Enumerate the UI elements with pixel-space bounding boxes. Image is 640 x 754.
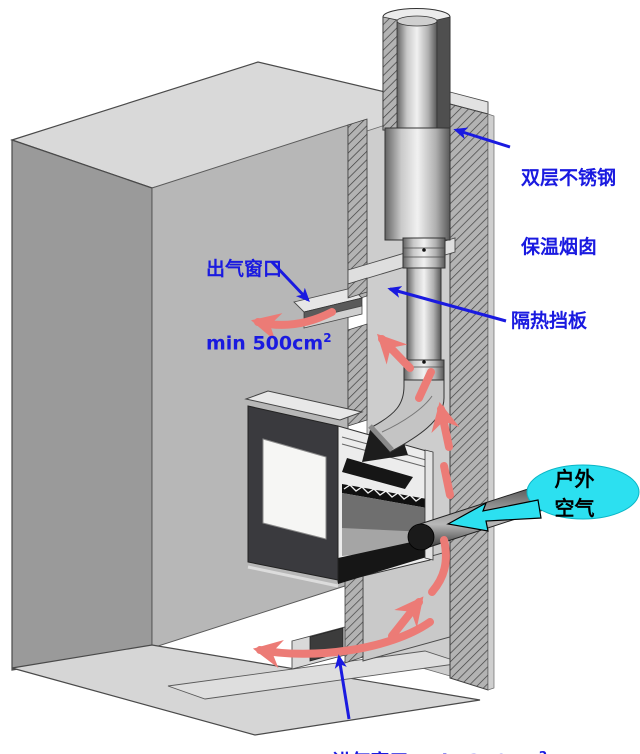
outlet-pointer xyxy=(270,260,310,303)
casing-collar xyxy=(402,237,446,269)
air-wash-zigzag xyxy=(343,484,423,502)
firebox-baffle xyxy=(342,458,413,489)
chimney-label: 双层不锈钢 保温烟囱 xyxy=(521,121,616,305)
elbow-flange xyxy=(368,424,394,452)
baffle-cut-edge xyxy=(347,277,368,299)
stove-top-panel xyxy=(244,390,364,421)
outdoor-air-arrow xyxy=(446,499,542,532)
flue-elbow xyxy=(368,379,445,453)
rising-air-arrow-2 xyxy=(431,401,460,451)
inlet-label: 进气窗口 min 350cm2 xyxy=(306,722,547,754)
air-pipe-end-cap xyxy=(407,523,435,551)
outdoor-air-callout xyxy=(446,464,640,532)
front-wall-cut-mid xyxy=(347,323,368,427)
inlet-pointer xyxy=(334,654,351,720)
rising-air-dash-1 xyxy=(415,368,435,402)
inlet-airflow-arrow xyxy=(252,618,434,669)
stove-base xyxy=(338,538,430,584)
airflow-arrows xyxy=(251,308,460,669)
outlet-label-line2: min 500cm2 xyxy=(206,331,332,355)
floor-and-plinth xyxy=(11,548,481,736)
chimney-inner-flue xyxy=(396,19,438,131)
fireplace-stove xyxy=(244,390,434,588)
outlet-label-line1: 出气窗口 xyxy=(206,258,283,280)
section-cuts xyxy=(347,91,495,691)
chimney-pointer xyxy=(453,127,511,149)
stove-sill xyxy=(247,565,339,588)
front-wall-cut-upper xyxy=(347,118,368,303)
right-wall-outer-edge xyxy=(487,113,495,691)
chimney xyxy=(382,8,451,381)
baffle-pointer xyxy=(387,286,507,323)
rising-air-dash-3 xyxy=(428,536,450,596)
air-wash-strip xyxy=(342,484,427,508)
annotation-arrows xyxy=(270,127,511,720)
baffle-label: 隔热挡板 xyxy=(511,310,588,332)
outdoor-air-bubble xyxy=(526,464,640,520)
chimney-label-line1: 双层不锈钢 xyxy=(521,167,617,189)
casing-in-chase xyxy=(384,127,451,241)
right-wall-cut xyxy=(449,103,489,691)
outdoor-air-label: 户外空气 xyxy=(554,467,595,520)
chimney-label-line2: 保温烟囱 xyxy=(521,236,598,258)
single-wall-flue xyxy=(406,267,442,369)
casing-cut-left xyxy=(382,16,398,131)
casing-cut-right xyxy=(436,16,451,131)
stove-glass-door xyxy=(262,438,327,540)
rising-air-dash-2 xyxy=(440,462,454,499)
chase-left-wall xyxy=(11,139,153,671)
inlet-rise-arrow xyxy=(388,596,424,640)
rising-air-arrow-1 xyxy=(376,333,414,372)
inner-flue-rim xyxy=(396,15,438,27)
outlet-airflow-arrow xyxy=(251,308,336,342)
outlet-label: 出气窗口 min 500cm2 xyxy=(206,212,332,401)
